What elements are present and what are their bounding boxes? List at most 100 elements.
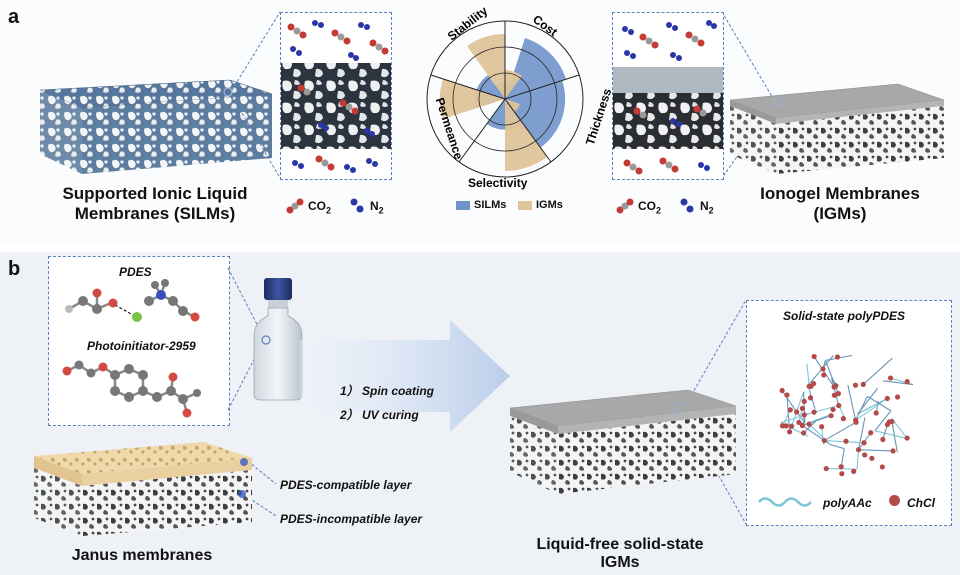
radar-legend: SILMs IGMs (456, 198, 576, 214)
chcl-ball (852, 382, 859, 388)
radar-legend-igm-swatch (518, 201, 532, 210)
chcl-ball (794, 409, 800, 415)
polypdes-network (779, 353, 914, 477)
polymer-chain-segment (840, 448, 845, 467)
chcl-ball-icon (889, 495, 900, 506)
chcl-ball (890, 448, 896, 454)
chcl-legend-label: ChCl (907, 496, 935, 510)
janus-membrane-illustration (34, 442, 252, 536)
chcl-ball (855, 447, 862, 453)
igm-zoom-box (612, 12, 724, 180)
chcl-ball (787, 407, 793, 413)
silm-caption-line2: Membranes (SILMs) (74, 204, 236, 223)
chcl-ball (810, 380, 817, 387)
igm-caption: Ionogel Membranes (IGMs) (740, 184, 940, 224)
chcl-ball (789, 423, 795, 429)
step-spin-coating: 1） Spin coating (340, 384, 435, 398)
radar-grid (426, 20, 584, 178)
polymer-chain-segment (856, 449, 860, 470)
janus-caption: Janus membranes (71, 547, 213, 564)
co2-icon (286, 198, 304, 214)
co2-legend-label: CO2 (638, 199, 662, 216)
polymer-chain-segment (855, 396, 868, 421)
polymer-chain-segment (806, 363, 812, 398)
chcl-ball (830, 406, 836, 413)
radar-igm-selectivity (505, 99, 547, 171)
chcl-ball (811, 409, 817, 415)
chcl-ball (779, 387, 785, 394)
pdes-bottle (253, 278, 303, 401)
panel-a-label: a (8, 6, 20, 28)
polymer-chain-segment (890, 377, 914, 386)
silm-zoom-box (280, 12, 392, 180)
chcl-ball (783, 423, 789, 429)
chcl-ball (820, 366, 826, 372)
chcl-ball (868, 430, 874, 436)
radar-igm-permeance (439, 79, 505, 119)
polymer-chain-segment (862, 357, 893, 385)
chcl-ball (873, 410, 879, 416)
igm-zoom-content (613, 20, 723, 175)
chcl-ball (811, 353, 817, 360)
radar-igm-cost (505, 70, 522, 99)
chcl-ball (799, 405, 805, 411)
process-arrow (300, 320, 510, 432)
chcl-ball (807, 395, 814, 401)
chcl-ball (904, 435, 910, 441)
chcl-ball (823, 465, 829, 472)
polymer-chain-segment (858, 449, 894, 452)
polymer-chain-segment (780, 411, 815, 424)
polymer-chain-segment (855, 398, 888, 421)
chcl-ball (894, 394, 901, 400)
panel-b-label: b (8, 258, 21, 280)
igm-gas-molecules-inside (633, 105, 707, 127)
igm-gas-molecules-top (622, 20, 717, 61)
polypdes-title: Solid-state polyPDES (783, 309, 906, 323)
product-caption: Liquid-free solid-state IGMs (520, 536, 720, 572)
pdes-molecule (65, 279, 200, 322)
chcl-ball (851, 468, 857, 474)
co2-legend-label: CO2 (308, 199, 332, 216)
chcl-ball (884, 395, 890, 402)
photoinitiator-title: Photoinitiator-2959 (87, 339, 196, 353)
chcl-ball (801, 412, 807, 418)
polymer-chain-segment (791, 391, 805, 427)
chcl-ball (862, 452, 868, 458)
chcl-ball (840, 416, 846, 422)
radar-legend-silm-swatch (456, 201, 470, 210)
pdes-title: PDES (119, 265, 152, 279)
polymer-chain-segment (824, 421, 857, 442)
chcl-ball (821, 437, 827, 444)
silm-gas-molecules-top (287, 20, 389, 61)
chcl-ball (880, 436, 886, 443)
product-caption-line1: Liquid-free solid-state (536, 536, 704, 553)
chcl-ball (779, 423, 786, 429)
chcl-ball (861, 440, 867, 446)
silm-gas-molecules-inside (297, 84, 375, 137)
product-igm-illustration (509, 389, 737, 494)
chcl-ball (831, 384, 837, 390)
product-caption-line2: IGMs (600, 554, 640, 571)
chcl-ball (819, 424, 825, 430)
layer-compatible-label: PDES-compatible layer (280, 478, 412, 492)
n2-icon (680, 198, 694, 213)
radar-igm-stability (467, 33, 505, 99)
chcl-ball (886, 419, 892, 425)
radar-legend-silm-label: SILMs (474, 199, 507, 211)
n2-legend-label: N2 (700, 199, 714, 216)
chcl-ball (839, 471, 845, 477)
igm-gas-molecules-bottom (623, 157, 710, 175)
chcl-ball (853, 417, 859, 423)
polymer-chain-segment (867, 395, 892, 412)
n2-icon (350, 198, 364, 213)
n2-legend-label: N2 (370, 199, 384, 216)
radar-axis-selectivity: Selectivity (468, 176, 528, 190)
chcl-ball (860, 381, 866, 388)
polymer-chain-segment (813, 356, 835, 388)
co2-icon (616, 198, 634, 214)
chcl-ball (887, 375, 894, 381)
polymer-chain-segment (882, 424, 888, 440)
igm-membrane-illustration (729, 83, 945, 174)
silm-gas-molecules-bottom (292, 155, 378, 173)
photoinitiator-molecule (62, 360, 201, 418)
